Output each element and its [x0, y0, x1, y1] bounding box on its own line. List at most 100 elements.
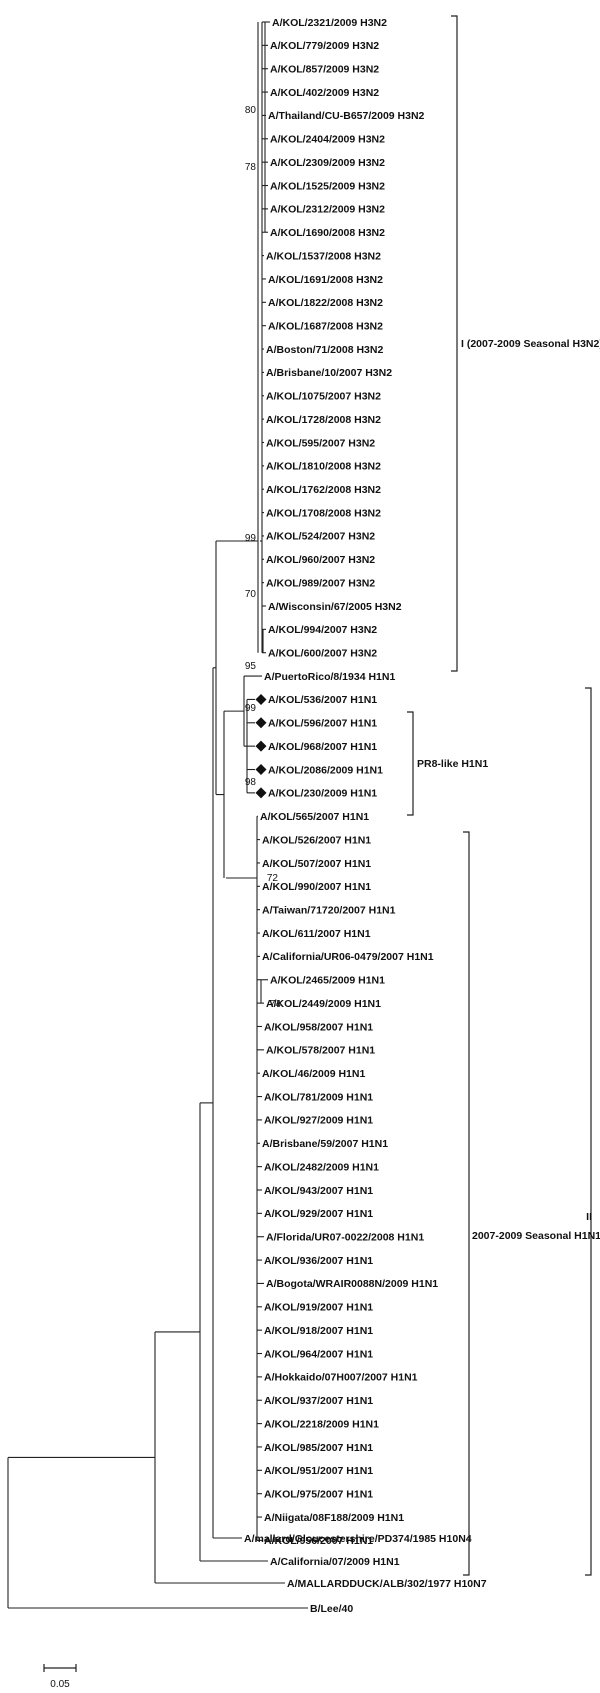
leaf-label: A/Boston/71/2008 H3N2	[266, 344, 383, 356]
leaf-label: A/KOL/2312/2009 H3N2	[270, 204, 385, 216]
leaf-label: A/KOL/402/2009 H3N2	[270, 87, 379, 99]
leaf-label: A/mallard/Gloucestershire/PD374/1985 H10…	[244, 1533, 472, 1545]
scale-bar-line	[43, 1664, 77, 1672]
bootstrap-78: 78	[245, 162, 257, 173]
bracket-h3n2	[451, 15, 458, 672]
leaf-label: A/Taiwan/71720/2007 H1N1	[262, 904, 396, 916]
leaf-label: A/KOL/781/2009 H1N1	[264, 1091, 373, 1103]
bootstrap-74: 74	[270, 999, 282, 1010]
diamond-marker-icon	[255, 693, 267, 705]
leaf-label: A/KOL/1708/2008 H3N2	[266, 507, 381, 519]
scale-bar: 0.05	[43, 1664, 77, 1690]
leaf-label: A/KOL/1525/2009 H3N2	[270, 180, 385, 192]
bootstrap-values: 80 78 99 70 95 99 98 72 74	[245, 105, 282, 1010]
leaf-label: A/Brisbane/59/2007 H1N1	[262, 1138, 388, 1150]
bootstrap-70: 70	[245, 589, 257, 600]
leaf-label: A/KOL/230/2009 H1N1	[268, 788, 377, 800]
leaf-label: A/Hokkaido/07H007/2007 H1N1	[264, 1372, 418, 1384]
diamond-marker-icon	[255, 787, 267, 799]
leaf-label: A/KOL/507/2007 H1N1	[262, 858, 371, 870]
leaf-label: A/KOL/595/2007 H3N2	[266, 437, 375, 449]
leaf-label: A/Florida/UR07-0022/2008 H1N1	[266, 1232, 424, 1244]
leaf-label: A/KOL/937/2007 H1N1	[264, 1395, 373, 1407]
leaf-label: A/Niigata/08F188/2009 H1N1	[264, 1512, 404, 1524]
leaf-label: A/KOL/2309/2009 H3N2	[270, 157, 385, 169]
leaf-label: A/KOL/600/2007 H3N2	[268, 648, 377, 660]
leaf-label: A/KOL/958/2007 H1N1	[264, 1021, 373, 1033]
leaf-label: A/KOL/960/2007 H3N2	[266, 554, 375, 566]
leaf-label: A/KOL/1687/2008 H3N2	[268, 320, 383, 332]
bootstrap-80: 80	[245, 105, 257, 116]
diamond-marker-icon	[255, 764, 267, 776]
leaf-label: A/Brisbane/10/2007 H3N2	[266, 367, 392, 379]
leaf-label: A/California/UR06-0479/2007 H1N1	[262, 951, 434, 963]
leaf-label: A/KOL/975/2007 H1N1	[264, 1488, 373, 1500]
leaf-label: A/KOL/985/2007 H1N1	[264, 1442, 373, 1454]
leaf-label: A/KOL/943/2007 H1N1	[264, 1185, 373, 1197]
leaf-label: A/KOL/951/2007 H1N1	[264, 1465, 373, 1477]
leaf-label: A/KOL/1810/2008 H3N2	[266, 461, 381, 473]
leaf-label: A/Wisconsin/67/2005 H3N2	[268, 601, 402, 613]
leaf-label: A/KOL/578/2007 H1N1	[266, 1045, 375, 1057]
leaf-label: A/KOL/956/2007 H1N1	[264, 1535, 373, 1547]
diamond-marker-icon	[255, 740, 267, 752]
bootstrap-98: 98	[245, 777, 257, 788]
clade-labels: I (2007-2009 Seasonal H3N2) PR8-like H1N…	[417, 338, 600, 1242]
clade-label-group-ii: II	[586, 1211, 592, 1223]
leaf-label: A/KOL/1762/2008 H3N2	[266, 484, 381, 496]
leaf-label: A/KOL/2482/2009 H1N1	[264, 1161, 379, 1173]
leaf-label: A/KOL/989/2007 H3N2	[266, 577, 375, 589]
leaf-label: A/California/07/2009 H1N1	[270, 1556, 400, 1568]
clade-brackets	[407, 15, 592, 1576]
diamond-marker-icon	[255, 717, 267, 729]
leaf-label: A/KOL/2321/2009 H3N2	[272, 17, 387, 29]
leaf-label: A/MALLARDDUCK/ALB/302/1977 H10N7	[287, 1578, 487, 1590]
leaf-label: A/PuertoRico/8/1934 H1N1	[264, 671, 395, 683]
pr8-markers	[255, 693, 267, 799]
leaf-label: A/KOL/1728/2008 H3N2	[266, 414, 381, 426]
bootstrap-72: 72	[267, 873, 279, 884]
leaf-label: A/KOL/2086/2009 H1N1	[268, 764, 383, 776]
leaf-label: A/KOL/596/2007 H1N1	[268, 718, 377, 730]
leaf-label: A/KOL/936/2007 H1N1	[264, 1255, 373, 1267]
leaf-label: A/Thailand/CU-B657/2009 H3N2	[268, 110, 425, 122]
leaf-label: A/KOL/565/2007 H1N1	[260, 811, 369, 823]
leaf-label: A/KOL/46/2009 H1N1	[262, 1068, 365, 1080]
leaf-label: A/KOL/1691/2008 H3N2	[268, 274, 383, 286]
leaf-label: A/KOL/524/2007 H3N2	[266, 531, 375, 543]
leaf-label: A/KOL/2218/2009 H1N1	[264, 1418, 379, 1430]
leaf-label: B/Lee/40	[310, 1603, 353, 1615]
tree-branches	[7, 21, 308, 1609]
leaf-label: A/KOL/2404/2009 H3N2	[270, 134, 385, 146]
clade-label-h3n2: I (2007-2009 Seasonal H3N2)	[461, 338, 600, 350]
bootstrap-95: 95	[245, 661, 257, 672]
leaf-label: A/KOL/927/2009 H1N1	[264, 1115, 373, 1127]
leaf-label: A/KOL/1822/2008 H3N2	[268, 297, 383, 309]
leaf-label: A/KOL/779/2009 H3N2	[270, 40, 379, 52]
bootstrap-99-pr8: 99	[245, 703, 257, 714]
leaf-label: A/KOL/919/2007 H1N1	[264, 1302, 373, 1314]
leaf-label: A/KOL/1075/2007 H3N2	[266, 391, 381, 403]
leaf-label: A/KOL/1537/2008 H3N2	[266, 250, 381, 262]
leaf-label: A/KOL/1690/2008 H3N2	[270, 227, 385, 239]
leaf-label: A/KOL/994/2007 H3N2	[268, 624, 377, 636]
bracket-group-ii	[585, 687, 592, 1576]
bracket-seasonal-h1n1	[463, 831, 470, 1576]
leaf-label: A/KOL/2449/2009 H1N1	[266, 998, 381, 1010]
bootstrap-99-h3n2: 99	[245, 533, 257, 544]
clade-label-seasonal-h1n1: 2007-2009 Seasonal H1N1	[472, 1230, 600, 1242]
leaf-label: A/KOL/857/2009 H3N2	[270, 64, 379, 76]
leaf-label: A/KOL/2465/2009 H1N1	[270, 975, 385, 987]
leaf-label: A/KOL/918/2007 H1N1	[264, 1325, 373, 1337]
leaf-label: A/KOL/968/2007 H1N1	[268, 741, 377, 753]
scale-bar-label: 0.05	[50, 1679, 70, 1690]
leaf-label: A/KOL/536/2007 H1N1	[268, 694, 377, 706]
leaf-label: A/Bogota/WRAIR0088N/2009 H1N1	[266, 1278, 438, 1290]
leaf-label: A/KOL/990/2007 H1N1	[262, 881, 371, 893]
clade-label-pr8-like: PR8-like H1N1	[417, 758, 488, 770]
bracket-pr8-like	[407, 711, 414, 816]
leaf-label: A/KOL/611/2007 H1N1	[262, 928, 371, 940]
leaf-label: A/KOL/526/2007 H1N1	[262, 834, 371, 846]
